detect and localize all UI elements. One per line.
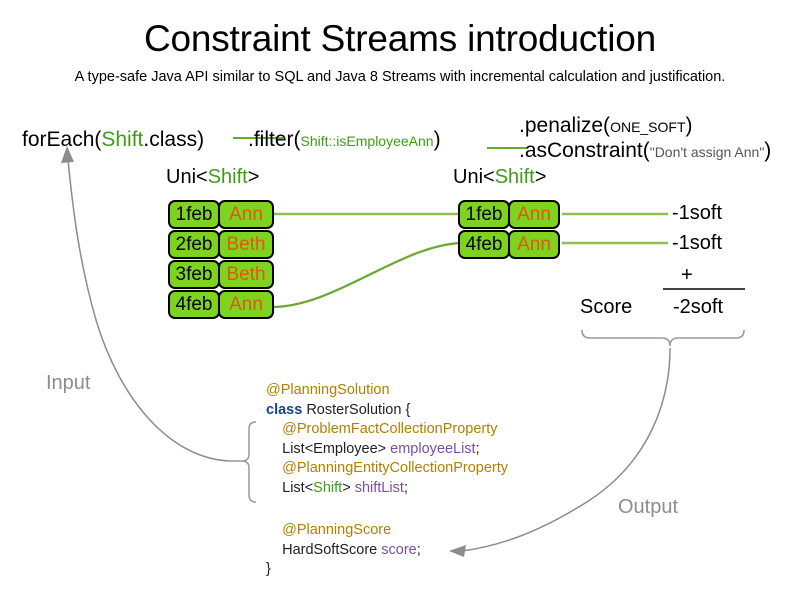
score-operator: +	[681, 264, 693, 286]
api-as-constraint: .asConstraint("Don't assign Ann")	[519, 139, 771, 163]
code-token: @PlanningSolution	[266, 382, 390, 398]
code-line: @PlanningScore	[266, 521, 421, 541]
uni-left-suffix: >	[247, 166, 260, 188]
code-token: score	[381, 541, 417, 558]
shift-employee: Ann	[508, 230, 560, 259]
shift-employee: Beth	[218, 230, 274, 259]
score-brace	[581, 329, 745, 347]
shift-employee: Ann	[508, 200, 560, 229]
code-line: @ProblemFactCollectionProperty	[266, 420, 508, 440]
api-penalize-arg: ONE_SOFT	[610, 119, 686, 135]
uni-left-prefix: Uni<	[166, 166, 208, 188]
api-filter-method: ::isEmployeeAnn	[328, 133, 434, 149]
input-label: Input	[46, 372, 91, 394]
code-line: HardSoftScore score;	[266, 541, 421, 561]
score-total: -2soft	[673, 296, 724, 318]
code-token: @PlanningEntityCollectionProperty	[282, 460, 509, 476]
page-title: Constraint Streams introduction	[143, 18, 657, 59]
shift-date: 1feb	[168, 200, 220, 229]
code-block-bottom: @PlanningScore HardSoftScore score;}	[266, 521, 421, 580]
shift-employee: Beth	[218, 260, 274, 289]
code-line: }	[266, 560, 421, 580]
shift-date: 4feb	[168, 290, 220, 319]
uni-right-type: Shift	[494, 166, 535, 188]
code-token: RosterSolution {	[306, 401, 411, 418]
api-penalize-prefix: .penalize(	[519, 114, 611, 137]
uni-right-prefix: Uni<	[453, 166, 495, 188]
score-divider-rule	[663, 288, 745, 290]
api-as-constraint-prefix: .asConstraint(	[519, 139, 650, 162]
api-penalize-suffix: )	[685, 114, 693, 137]
api-as-constraint-suffix: )	[764, 139, 772, 162]
uni-label-left: Uni<Shift>	[166, 166, 259, 189]
penalty-value-2: -1soft	[672, 232, 723, 254]
code-token: >	[342, 479, 355, 496]
code-line: class RosterSolution {	[266, 401, 508, 421]
output-arrowhead	[449, 545, 466, 557]
score-label: Score	[580, 296, 633, 318]
code-token: HardSoftScore	[282, 541, 382, 558]
shift-date: 2feb	[168, 230, 220, 259]
shift-date: 3feb	[168, 260, 220, 289]
output-label: Output	[618, 496, 679, 518]
shift-date: 4feb	[458, 230, 510, 259]
code-line: @PlanningEntityCollectionProperty	[266, 459, 508, 479]
code-token: Shift	[313, 479, 343, 496]
code-line: List<Employee> employeeList;	[266, 440, 508, 460]
code-token: List<Employee>	[282, 440, 391, 457]
code-token: @PlanningScore	[282, 522, 392, 538]
code-token: shiftList	[354, 479, 404, 496]
code-token: @ProblemFactCollectionProperty	[282, 421, 498, 437]
penalty-value-1: -1soft	[672, 202, 723, 224]
uni-label-right: Uni<Shift>	[453, 166, 546, 189]
api-foreach-type: Shift	[101, 128, 144, 151]
uni-left-type: Shift	[207, 166, 248, 188]
api-filter-type: Shift	[300, 133, 329, 149]
api-as-constraint-arg: "Don't assign Ann"	[649, 144, 765, 160]
code-line: @PlanningSolution	[266, 381, 508, 401]
page-subtitle: A type-safe Java API similar to SQL and …	[74, 69, 726, 85]
code-token: ;	[403, 479, 408, 496]
code-token: employeeList	[390, 440, 476, 457]
api-foreach: forEach(Shift.class)	[22, 128, 204, 152]
shift-employee: Ann	[218, 290, 274, 319]
code-line: List<Shift> shiftList;	[266, 479, 508, 499]
code-token: class	[266, 401, 307, 418]
code-token: List<	[282, 479, 314, 496]
api-filter-prefix: .filter(	[248, 128, 301, 151]
api-foreach-prefix: forEach(	[22, 128, 102, 151]
api-filter-suffix: )	[433, 128, 441, 151]
api-filter: .filter(Shift::isEmployeeAnn)	[248, 128, 441, 152]
match-line-4feb	[271, 241, 463, 309]
api-foreach-suffix: .class)	[143, 128, 205, 151]
shift-employee: Ann	[218, 200, 274, 229]
shift-date: 1feb	[458, 200, 510, 229]
api-penalize: .penalize(ONE_SOFT)	[519, 114, 693, 138]
uni-right-suffix: >	[534, 166, 547, 188]
code-token: ;	[475, 440, 480, 457]
code-token: ;	[416, 541, 421, 558]
code-token: }	[266, 561, 271, 577]
code-field-brace	[241, 421, 257, 503]
